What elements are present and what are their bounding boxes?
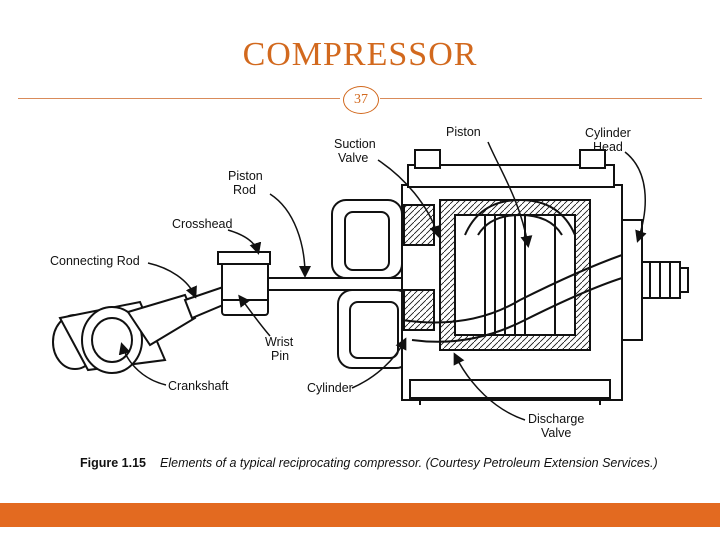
piston-rod-part xyxy=(267,277,419,291)
label-piston: Piston xyxy=(446,125,533,248)
label-crosshead: Crosshead xyxy=(172,217,262,255)
svg-text:Piston: Piston xyxy=(446,125,481,139)
label-suction-valve: Suction Valve xyxy=(334,137,441,238)
label-crankshaft: Crankshaft xyxy=(118,342,229,393)
crankshaft-part xyxy=(52,293,197,374)
figure-caption-text: Elements of a typical reciprocating comp… xyxy=(160,456,658,470)
svg-text:Cylinder: Cylinder xyxy=(585,126,631,140)
label-cylinder-head: Cylinder Head xyxy=(585,126,647,243)
label-discharge-valve: Discharge Valve xyxy=(453,352,584,440)
title-rule-right xyxy=(380,98,702,99)
svg-text:Rod: Rod xyxy=(233,183,256,197)
svg-text:Crosshead: Crosshead xyxy=(172,217,232,231)
footer-bar xyxy=(0,503,720,527)
title-rule-left xyxy=(18,98,340,99)
label-cylinder: Cylinder xyxy=(307,337,407,395)
figure-caption: Figure 1.15 Elements of a typical recipro… xyxy=(80,456,700,470)
page-number-badge: 37 xyxy=(343,86,379,114)
label-connecting-rod: Connecting Rod xyxy=(50,254,197,299)
label-wrist-pin: Wrist Pin xyxy=(238,294,294,363)
svg-text:Valve: Valve xyxy=(338,151,368,165)
svg-text:Wrist: Wrist xyxy=(265,335,294,349)
svg-text:Valve: Valve xyxy=(541,426,571,440)
svg-text:Pin: Pin xyxy=(271,349,289,363)
svg-text:Piston: Piston xyxy=(228,169,263,183)
cylinder-head-part xyxy=(621,219,689,341)
slide-title: COMPRESSOR xyxy=(242,36,478,73)
label-piston-rod: Piston Rod xyxy=(228,169,311,278)
svg-text:Cylinder: Cylinder xyxy=(307,381,353,395)
svg-text:Connecting Rod: Connecting Rod xyxy=(50,254,140,268)
svg-text:Discharge: Discharge xyxy=(528,412,584,426)
figure-number: Figure 1.15 xyxy=(80,456,146,470)
crosshead-part xyxy=(217,251,271,316)
svg-text:Head: Head xyxy=(593,140,623,154)
svg-text:Suction: Suction xyxy=(334,137,376,151)
compressor-body xyxy=(331,149,623,405)
svg-text:Crankshaft: Crankshaft xyxy=(168,379,229,393)
